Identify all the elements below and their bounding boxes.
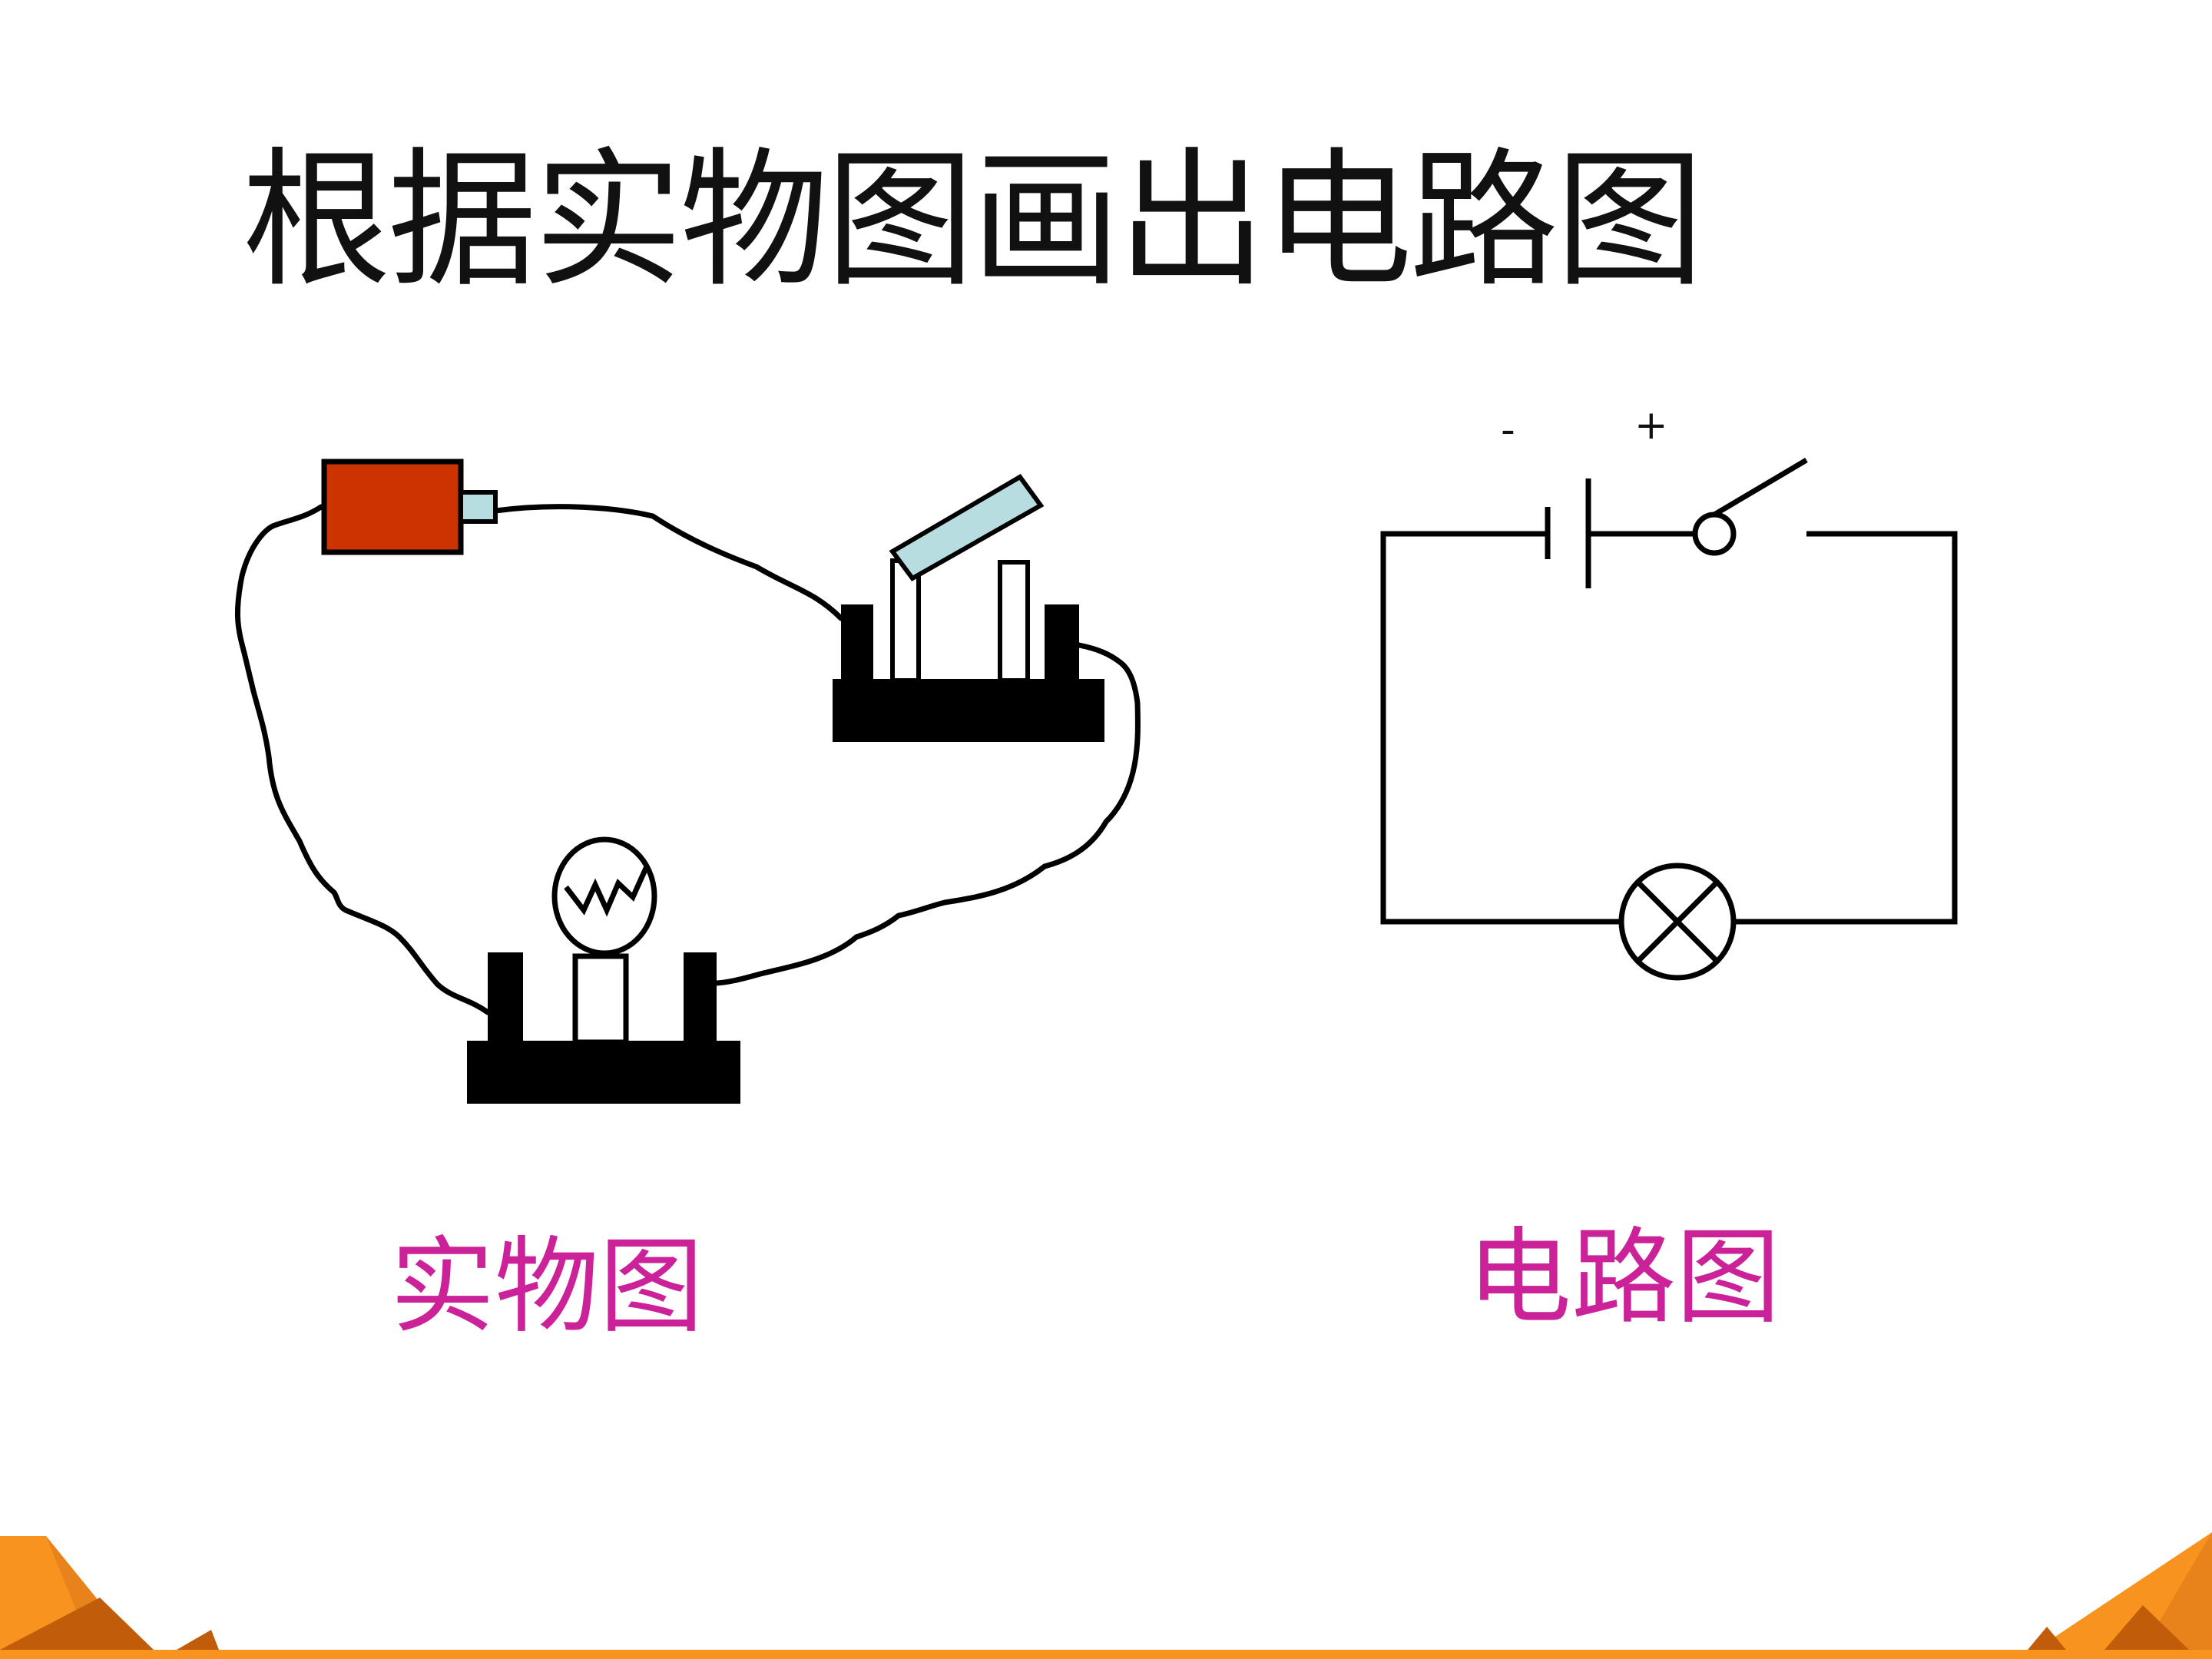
wire-battery-to-switch [492, 504, 844, 621]
caption-physical: 实物图 [390, 1227, 704, 1348]
knife-switch-icon [833, 474, 1104, 742]
switch-blade [889, 474, 1045, 581]
physical-circuit [234, 459, 1141, 1104]
page-title: 根据实物图画出电路图 [242, 134, 1704, 307]
bottom-decoration [0, 1532, 2212, 1659]
battery-icon [321, 459, 498, 555]
lamp-socket-icon [467, 836, 740, 1104]
wires [234, 504, 1141, 1015]
battery-plus-label: + [1634, 402, 1668, 449]
switch-symbol-icon [1692, 457, 1808, 556]
bulb-icon [551, 836, 657, 956]
lamp-symbol-icon [1618, 863, 1737, 981]
circuit-schematic [1380, 457, 1958, 981]
battery-minus-label: - [1501, 407, 1515, 453]
battery-symbol-icon [1545, 478, 1591, 588]
schematic-wire-left [1380, 531, 1621, 925]
schematic-wire-right [1734, 531, 1958, 925]
caption-circuit: 电路图 [1467, 1217, 1780, 1339]
wire-switch-to-lamp [711, 642, 1141, 986]
wire-lamp-to-battery [234, 504, 491, 1015]
